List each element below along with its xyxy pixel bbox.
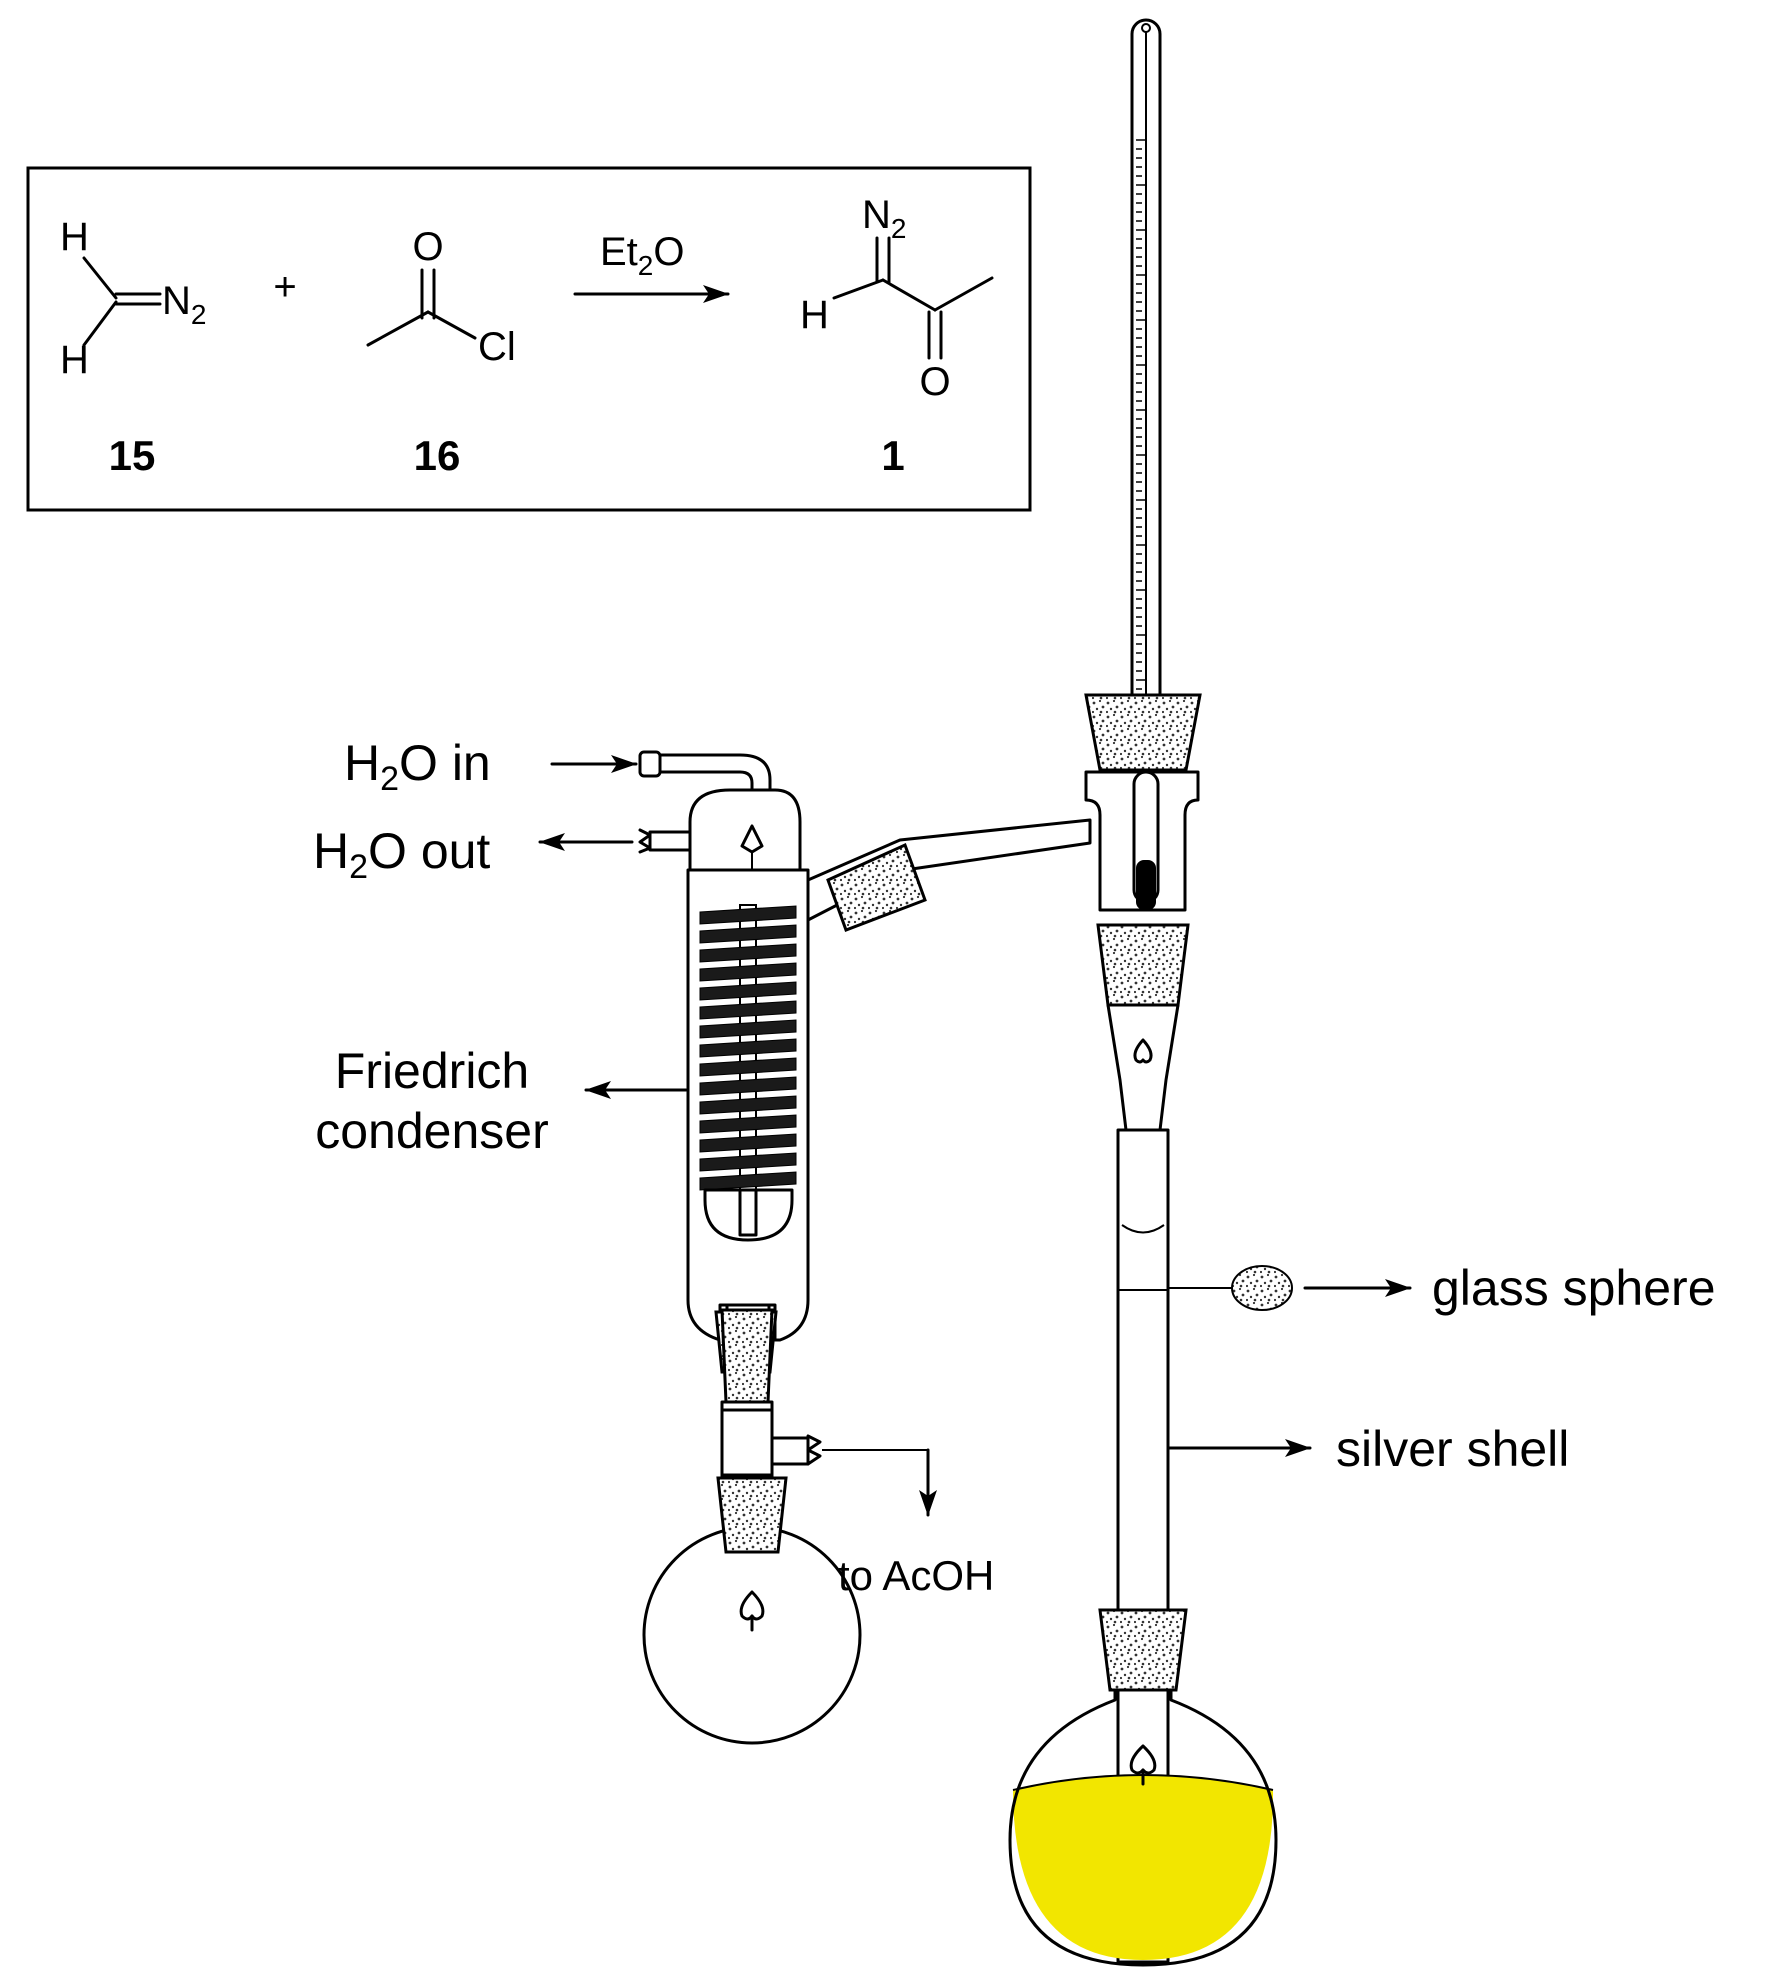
reagent-15-h-top: H xyxy=(60,215,89,259)
glass-sphere-symbol xyxy=(1231,1265,1293,1311)
column-stopper xyxy=(1096,923,1190,1007)
distillation-column xyxy=(1084,693,1232,1964)
product-1: N2 H O 1 xyxy=(800,193,994,479)
receiver-adapter xyxy=(720,1308,937,1517)
pot-flask xyxy=(1008,1608,1278,1967)
reagent-15-n2: N2 xyxy=(162,279,206,330)
reagent-16: O Cl 16 xyxy=(366,225,516,479)
reagent-16-chlorine: Cl xyxy=(478,325,516,369)
h2o-out-label: H2O out xyxy=(313,823,490,886)
thermometer-stopper xyxy=(1084,693,1202,772)
reagent-15-number: 15 xyxy=(109,432,156,479)
reagent-16-number: 16 xyxy=(414,432,461,479)
scheme-frame xyxy=(26,166,1032,512)
reagent-15: H H N2 15 xyxy=(60,215,206,479)
glass-sphere-label: glass sphere xyxy=(1432,1260,1716,1316)
product-1-number: 1 xyxy=(881,432,904,479)
reaction-arrow: Et2O xyxy=(573,230,730,303)
condenser-coil xyxy=(699,904,797,1196)
flask-liquid xyxy=(1013,1775,1274,1960)
condenser-label-line2: condenser xyxy=(315,1103,549,1159)
silver-shell-label: silver shell xyxy=(1336,1421,1569,1477)
product-1-n2: N2 xyxy=(862,193,906,244)
solvent-label: Et2O xyxy=(600,230,685,281)
h2o-in-label: H2O in xyxy=(344,735,491,798)
receiving-flask xyxy=(642,1476,862,1745)
product-1-hydrogen: H xyxy=(800,293,829,337)
plus-sign: + xyxy=(273,265,296,309)
product-1-oxygen: O xyxy=(919,360,950,404)
reagent-16-oxygen: O xyxy=(412,225,443,269)
reaction-scheme: H H N2 15 + O Cl 16 Et2O N2 xyxy=(26,166,1032,512)
to-acoh-label: to AcOH xyxy=(838,1552,994,1599)
condenser-label-line1: Friedrich xyxy=(335,1043,529,1099)
labels: H2O in H2O out Friedrich condenser glass… xyxy=(313,735,1716,1599)
friedrich-condenser xyxy=(638,750,1092,1374)
side-arm-joint xyxy=(826,842,927,932)
